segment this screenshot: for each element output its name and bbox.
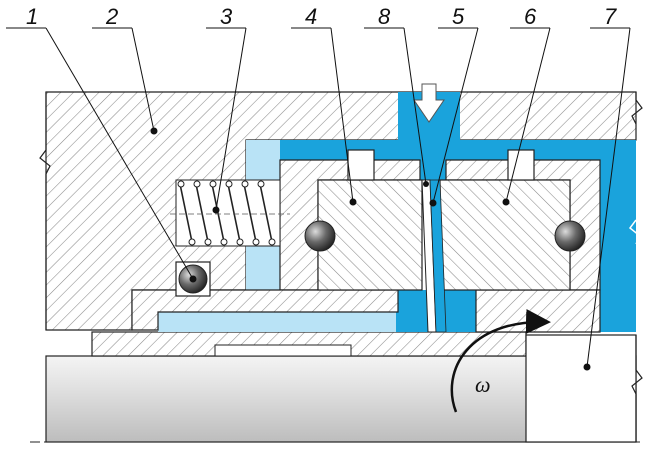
stationary-seal-ring	[304, 149, 423, 291]
retainer	[131, 159, 601, 333]
inlet-arrow-icon	[413, 83, 445, 123]
rotation-arrow-icon	[450, 308, 551, 413]
shaft-sleeve	[91, 331, 527, 357]
callout-3: 3	[220, 4, 233, 29]
callout-2: 2	[105, 4, 118, 29]
callout-5: 5	[452, 4, 465, 29]
rotating-seal-ring	[439, 149, 586, 291]
drive-collar	[525, 334, 643, 443]
leader-dots	[150, 127, 591, 371]
callout-8: 8	[378, 4, 391, 29]
callout-7: 7	[604, 4, 617, 29]
callout-6: 6	[524, 4, 537, 29]
omega-label: ω	[475, 372, 491, 397]
spring	[170, 179, 290, 247]
leader-lines	[6, 27, 631, 368]
callout-4: 4	[305, 4, 317, 29]
callout-1: 1	[26, 4, 38, 29]
seal-gap	[421, 179, 447, 333]
